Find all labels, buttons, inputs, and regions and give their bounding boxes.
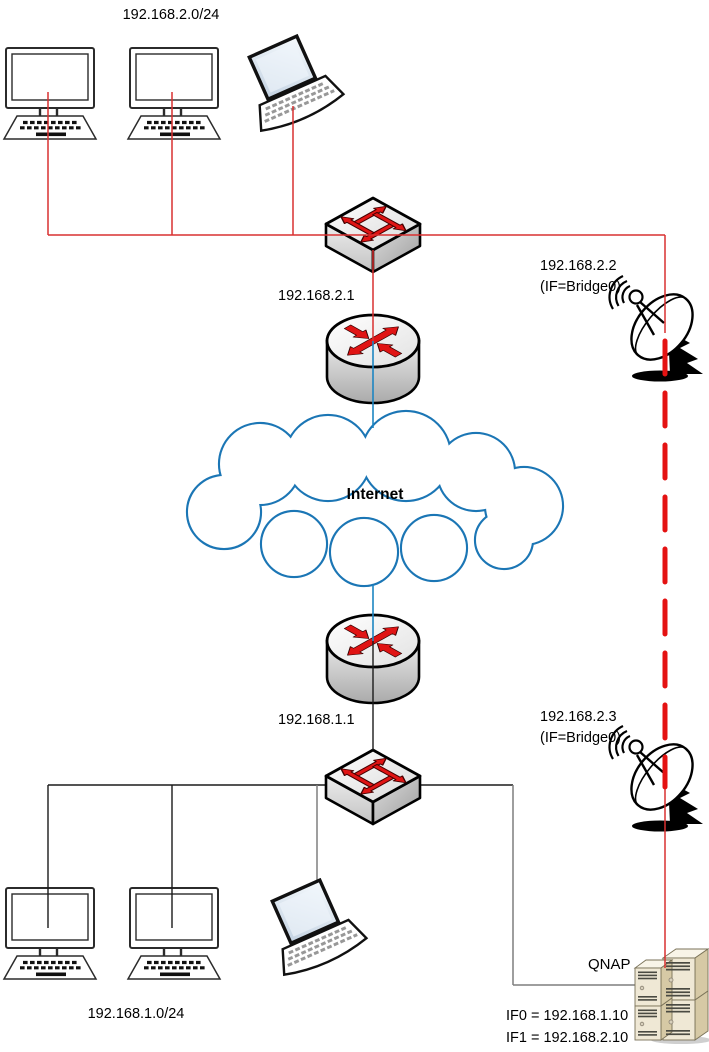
lines-under [48,784,650,986]
bridge-ip-top: 192.168.2.2 [540,258,617,274]
satellite-dish-icon-bottom [608,724,707,833]
switch-ip-label-top: 192.168.2.1 [278,288,355,304]
bridge-ip-bottom: 192.168.2.3 [540,709,617,725]
bridge-iface-top: (IF=Bridge0) [540,279,621,295]
desktop-pc-icon-top-1 [2,46,98,141]
laptop-icon-top [230,26,348,138]
lan-top-links [47,92,666,968]
internet-label: Internet [346,486,404,503]
laptop-icon-bottom [253,870,371,982]
desktop-pc-icon-bottom-1 [2,886,98,981]
internet-cloud-icon [185,409,565,588]
bridge-label-bottom: 192.168.2.3 (IF=Bridge0) [540,707,621,749]
lan-bottom-links [47,641,374,928]
subnet-label-bottom: 192.168.1.0/24 [87,1006,185,1022]
satellite-dish-icon-top [608,274,707,383]
desktop-pc-icon-bottom-2 [126,886,222,981]
bridge-label-top: 192.168.2.2 (IF=Bridge0) [540,256,621,298]
subnet-label-top: 192.168.2.0/24 [122,7,220,23]
router-ip-label-bottom: 192.168.1.1 [278,712,355,728]
qnap-nas-icon [633,948,709,1044]
devices [2,26,709,1044]
nas-if1-label: IF1 = 192.168.2.10 [506,1030,629,1046]
bridge-iface-bottom: (IF=Bridge0) [540,730,621,746]
desktop-pc-icon-top-2 [126,46,222,141]
lines-over [47,92,668,968]
nas-name-label: QNAP [588,956,631,973]
nas-if0-label: IF0 = 192.168.1.10 [506,1008,629,1024]
switch-icon-bottom [324,748,422,826]
